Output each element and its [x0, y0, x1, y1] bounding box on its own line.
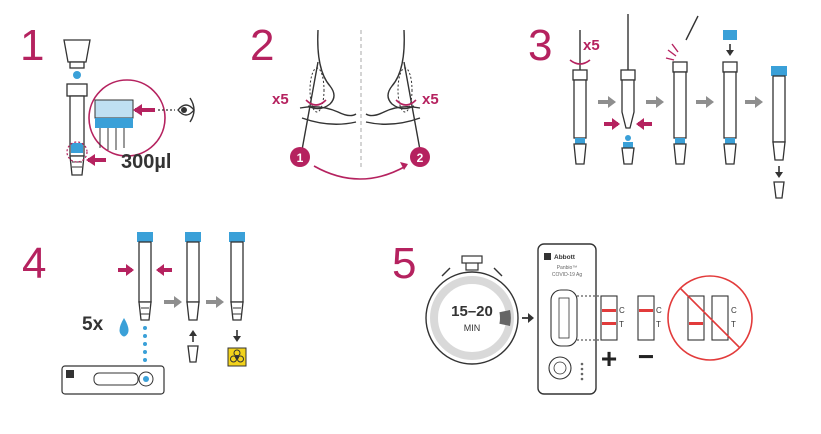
step-number-1: 1 — [20, 21, 44, 70]
result-positive: C T + — [600, 295, 625, 374]
invalid-t: T — [731, 320, 736, 329]
drop-icon — [119, 318, 129, 337]
tube-dispose — [227, 232, 247, 367]
invalid-c: C — [731, 306, 737, 315]
tube-attach-cap — [722, 30, 738, 165]
nostril-badge-2: 2 — [417, 151, 424, 165]
stopwatch-icon — [425, 255, 519, 365]
volume-label: 300µl — [121, 151, 171, 173]
nose-right: x5 — [365, 29, 439, 151]
biohazard-icon — [227, 347, 247, 367]
step-3: 3 x5 — [528, 14, 787, 199]
dropper-bottle — [63, 39, 91, 79]
tube-squeeze — [604, 14, 652, 165]
drop-count: 5x — [82, 314, 104, 335]
step-2: 2 x5 x5 1 2 — [250, 21, 439, 180]
arrow-4b — [206, 296, 224, 308]
brand-label: Abbott — [554, 254, 576, 261]
step-4: 4 5x — [22, 232, 247, 395]
negative-symbol: − — [638, 341, 654, 372]
step-1: 1 — [20, 21, 195, 176]
product-line1: Panbio™ — [557, 265, 578, 271]
eye-icon — [158, 97, 195, 123]
nostril-badge-1: 1 — [297, 151, 304, 165]
step-5: 5 15–20 MIN Abbott Panbio™ COVID-19 Ag — [392, 239, 753, 395]
negative-t: T — [656, 320, 661, 329]
nose-left: x5 — [272, 29, 357, 151]
step-number-2: 2 — [250, 21, 274, 70]
timer-value: 15–20 — [451, 303, 493, 320]
swab-rotation-count: x5 — [583, 37, 600, 54]
tube-reattach-bottom — [185, 232, 201, 363]
result-negative: C T − — [637, 295, 662, 372]
positive-t: T — [619, 320, 624, 329]
magnifier-callout — [88, 79, 166, 157]
step-number-5: 5 — [392, 239, 416, 288]
tube-dispense — [118, 232, 172, 362]
tube-remove-bottom — [771, 66, 787, 199]
step-number-4: 4 — [22, 239, 46, 288]
rotation-count-right: x5 — [422, 91, 439, 108]
tube-break-swab — [665, 15, 699, 165]
positive-c: C — [619, 306, 625, 315]
product-line2: COVID-19 Ag — [552, 272, 583, 278]
rotation-count-left: x5 — [272, 91, 289, 108]
tube-swab-rotate — [569, 30, 591, 165]
test-cassette: Abbott Panbio™ COVID-19 Ag — [537, 243, 597, 395]
arrow-3a — [598, 96, 616, 108]
positive-symbol: + — [601, 343, 617, 374]
arrow-3d — [745, 96, 763, 108]
arrow-4a — [164, 296, 182, 308]
test-card-small — [61, 365, 165, 395]
extraction-tube — [66, 83, 88, 176]
timer-unit: MIN — [464, 323, 481, 333]
negative-c: C — [656, 306, 662, 315]
result-invalid: C T — [667, 275, 753, 361]
drop-icon — [73, 71, 81, 79]
arrow-3b — [646, 96, 664, 108]
step-number-3: 3 — [528, 21, 552, 70]
arrow-3c — [696, 96, 714, 108]
